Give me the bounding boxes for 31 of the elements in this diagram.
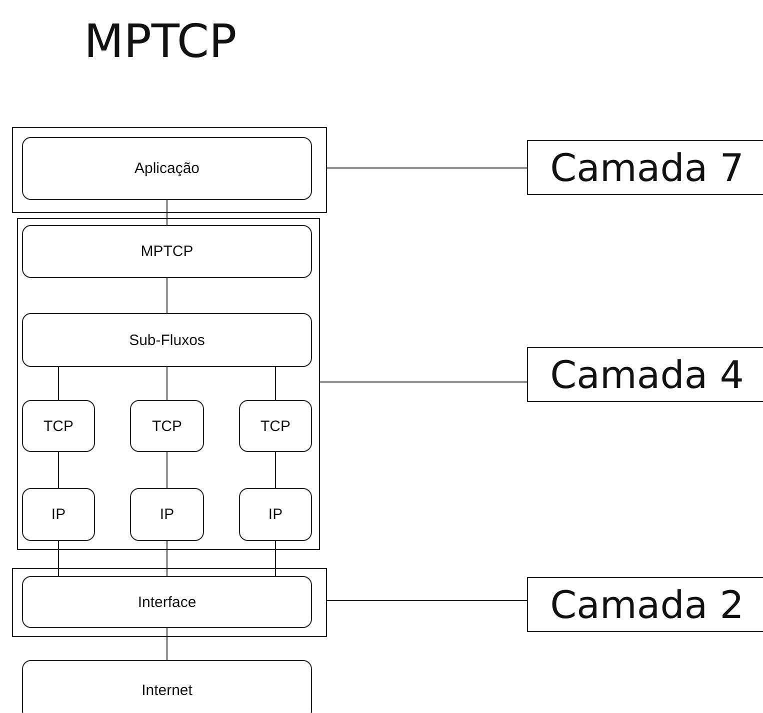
layer-box: Sub-Fluxos bbox=[22, 313, 312, 367]
connector-line bbox=[58, 452, 59, 488]
layer-label: Camada 4 bbox=[527, 347, 763, 402]
connector-line bbox=[166, 366, 168, 400]
connector-line bbox=[275, 540, 276, 576]
layer-label: Camada 7 bbox=[527, 140, 763, 195]
connector-line bbox=[166, 452, 168, 488]
group-frame bbox=[12, 568, 327, 637]
connector-line bbox=[275, 366, 276, 400]
layer-box: Aplicação bbox=[22, 137, 312, 200]
layer-label: Camada 2 bbox=[527, 577, 763, 632]
connector-line bbox=[166, 200, 168, 226]
layer-box: TCP bbox=[130, 400, 204, 452]
layer-box: Interface bbox=[22, 576, 312, 628]
connector-line bbox=[166, 628, 168, 660]
layer-box: Internet bbox=[22, 660, 312, 713]
connector-line bbox=[58, 366, 59, 400]
connector-line bbox=[275, 452, 276, 488]
layer-box: TCP bbox=[22, 400, 95, 452]
connector-line bbox=[58, 540, 59, 576]
diagram-title: MPTCP bbox=[84, 14, 237, 68]
layer-box: TCP bbox=[239, 400, 312, 452]
layer-box: IP bbox=[22, 488, 95, 541]
connector-line bbox=[326, 600, 528, 601]
group-frame bbox=[12, 127, 327, 213]
connector-line bbox=[166, 540, 168, 576]
layer-box: MPTCP bbox=[22, 225, 312, 278]
layer-box: IP bbox=[130, 488, 204, 541]
layer-box: IP bbox=[239, 488, 312, 541]
connector-line bbox=[166, 278, 168, 314]
group-frame bbox=[17, 218, 320, 550]
